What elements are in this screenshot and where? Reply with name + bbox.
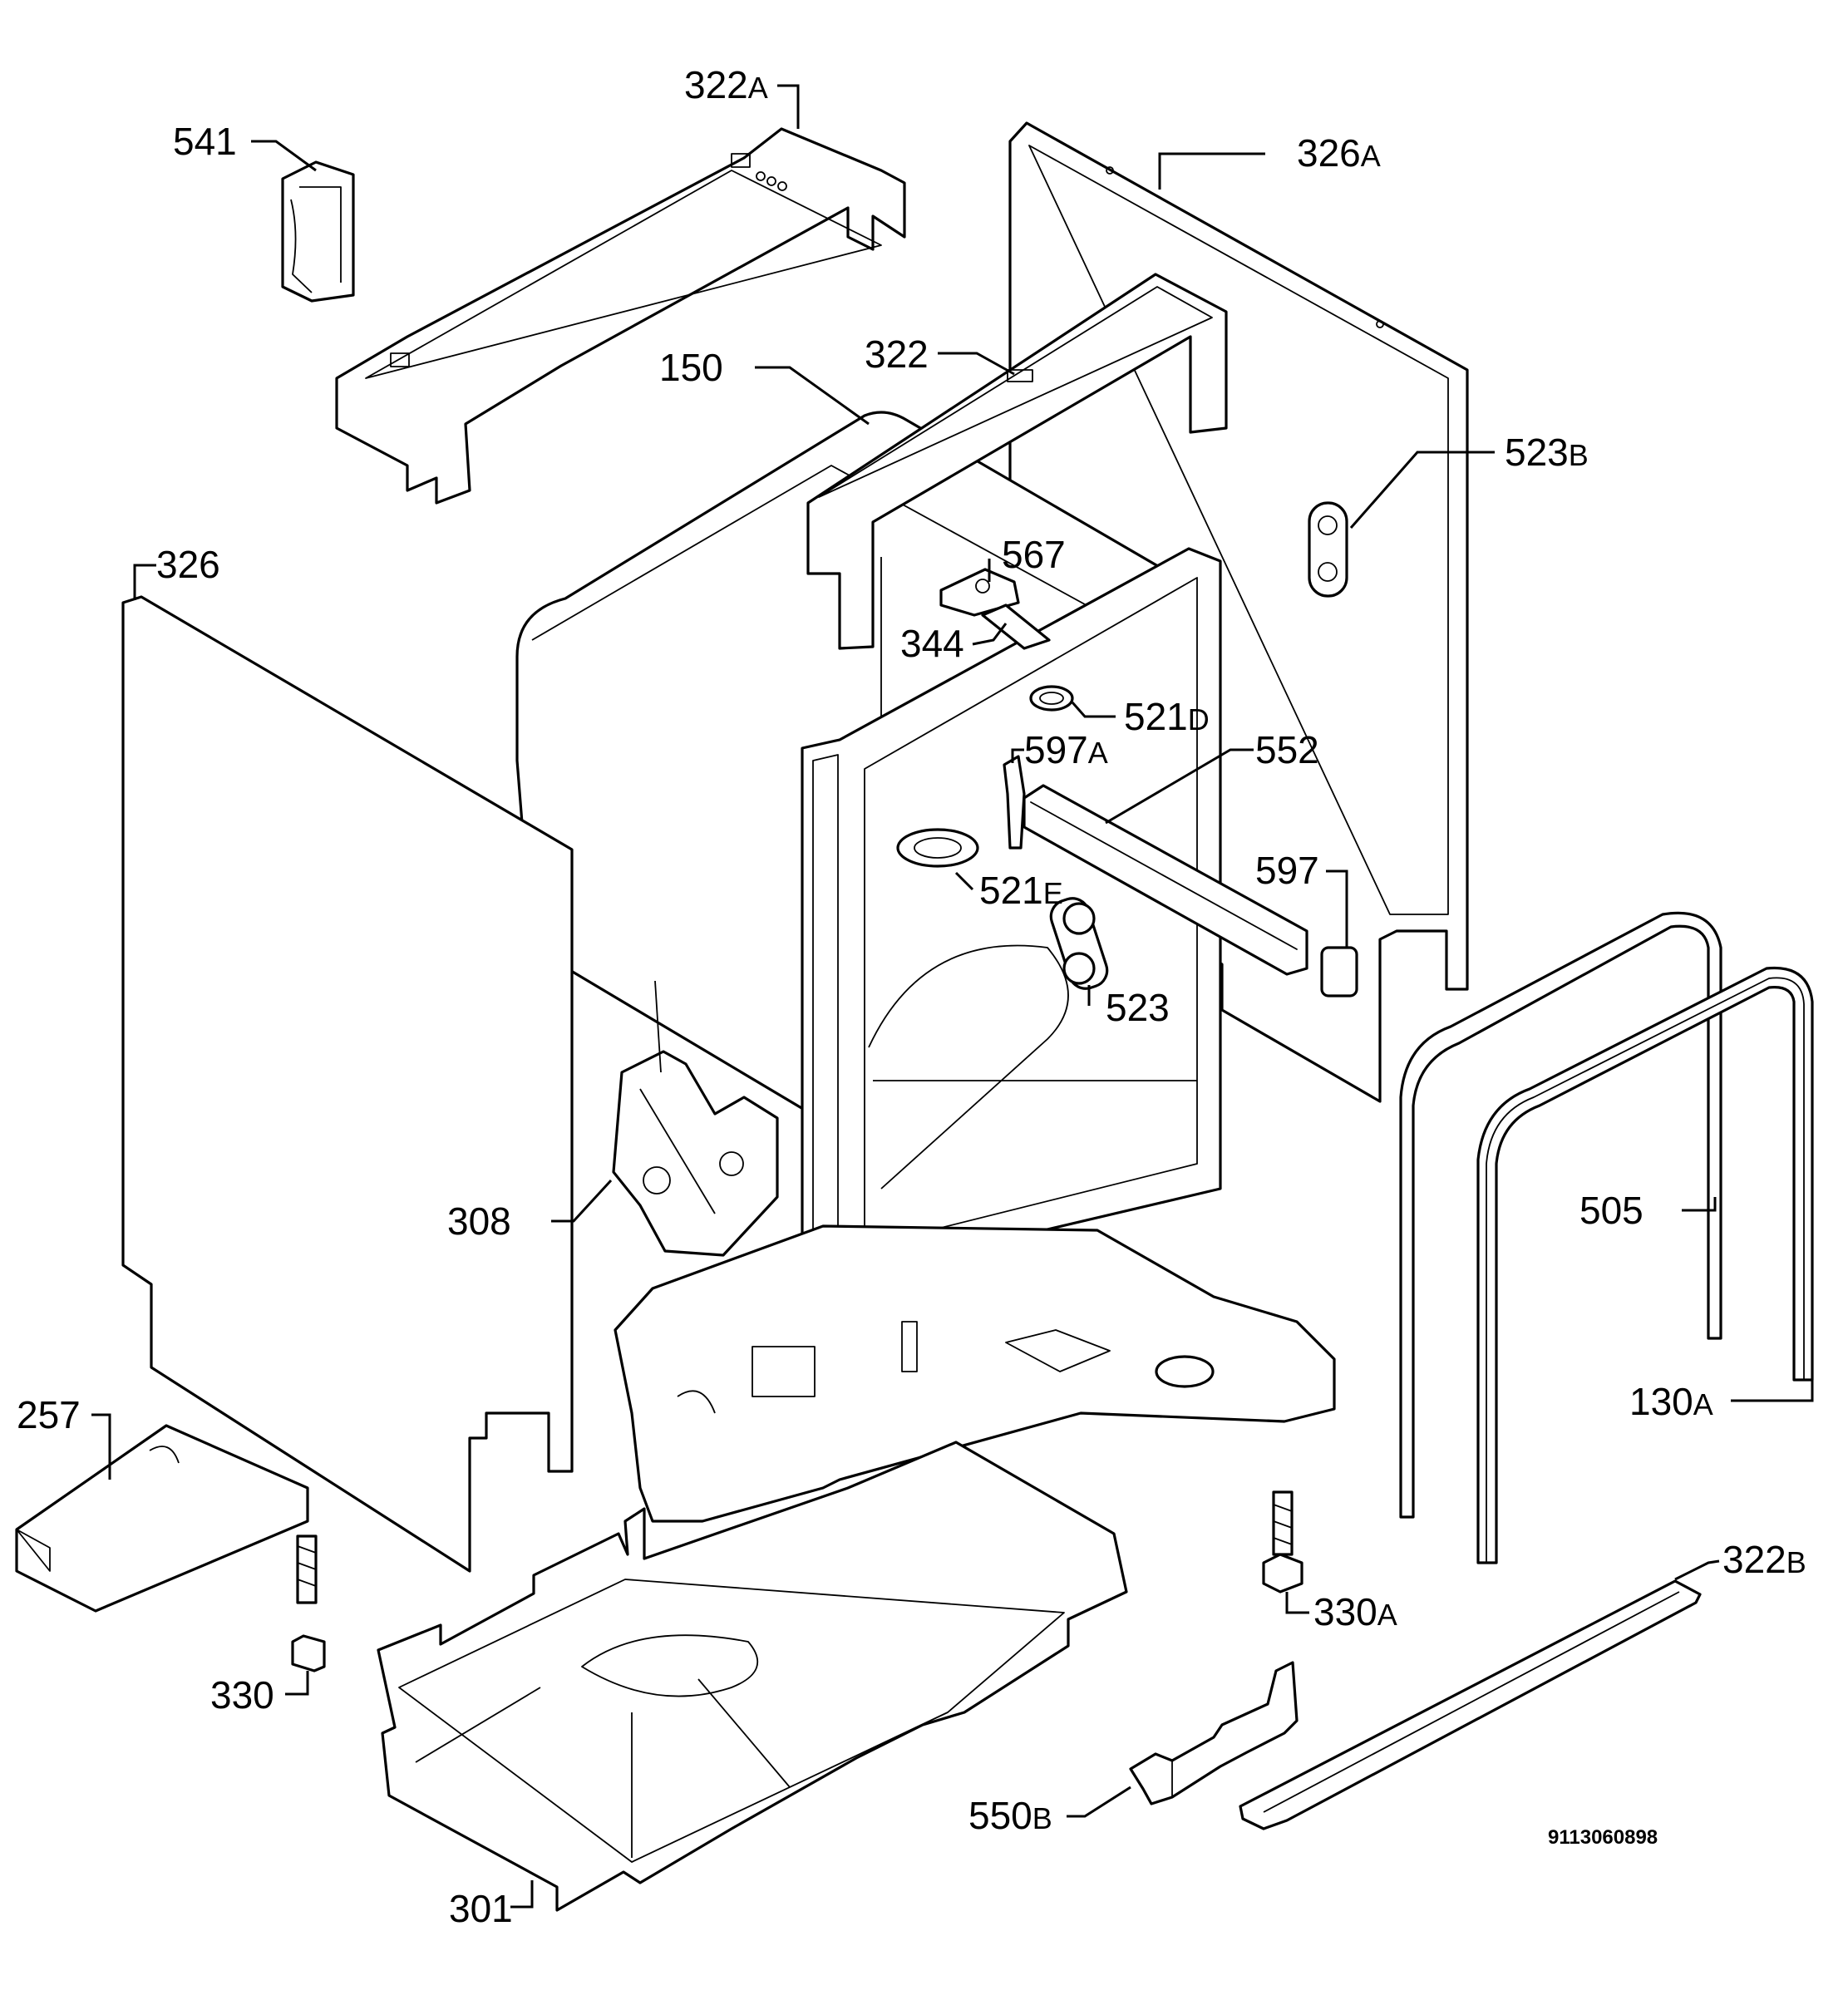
label-301: 301 xyxy=(449,1887,513,1930)
label-326: 326 xyxy=(156,543,220,586)
part-523b-grommet xyxy=(1308,501,1348,598)
part-322-frame xyxy=(806,273,1228,650)
part-257-block xyxy=(15,1424,309,1613)
label-330: 330 xyxy=(210,1673,274,1717)
part-326-side-panel xyxy=(121,595,574,1573)
label-523: 523 xyxy=(1106,986,1170,1029)
part-130a-seal xyxy=(1476,966,1814,1564)
label-567: 567 xyxy=(1002,533,1066,576)
label-130a: 130A xyxy=(1629,1380,1713,1423)
part-301-tray xyxy=(377,1441,1128,1912)
part-322a-frame xyxy=(335,127,906,505)
label-521e: 521E xyxy=(979,869,1063,912)
part-597a-pin xyxy=(1003,755,1026,850)
part-567-bracket xyxy=(939,568,1020,617)
document-number: 9113060898 xyxy=(1548,1826,1658,1849)
label-541: 541 xyxy=(173,120,237,163)
label-322a: 322A xyxy=(684,63,768,106)
label-257: 257 xyxy=(17,1393,81,1436)
label-597: 597 xyxy=(1255,849,1319,892)
callout-labels: 541 322A 326A 150 322 523B 326 567 344 5… xyxy=(17,63,1806,1930)
part-552-rail xyxy=(1023,784,1308,976)
label-550b: 550B xyxy=(968,1794,1052,1837)
label-326a: 326A xyxy=(1297,131,1381,175)
label-505: 505 xyxy=(1579,1189,1643,1232)
part-597-clip xyxy=(1320,946,1358,998)
label-344: 344 xyxy=(900,622,964,665)
part-322b-bar xyxy=(1239,1579,1702,1830)
part-308-hinge xyxy=(612,980,779,1257)
part-330a-foot xyxy=(1262,1490,1303,1594)
label-308: 308 xyxy=(447,1199,511,1243)
part-541-clip xyxy=(281,160,355,303)
part-521e-washer xyxy=(896,828,979,868)
label-521d: 521D xyxy=(1124,695,1210,738)
part-523-grommet xyxy=(1049,897,1109,990)
label-523b: 523B xyxy=(1505,431,1589,474)
label-322b: 322B xyxy=(1722,1538,1806,1581)
label-150: 150 xyxy=(659,346,723,389)
part-505-seal xyxy=(1399,911,1722,1519)
label-322: 322 xyxy=(865,332,929,376)
part-base-chassis xyxy=(614,1224,1336,1523)
part-330-foot xyxy=(291,1534,326,1672)
part-344-clip xyxy=(981,603,1051,650)
part-521d-ring xyxy=(1029,685,1074,712)
label-597a: 597A xyxy=(1024,728,1108,771)
label-552: 552 xyxy=(1255,728,1319,771)
label-330a: 330A xyxy=(1313,1590,1397,1633)
leader-lines xyxy=(91,84,1814,1909)
part-550b-bracket xyxy=(1129,1661,1299,1805)
